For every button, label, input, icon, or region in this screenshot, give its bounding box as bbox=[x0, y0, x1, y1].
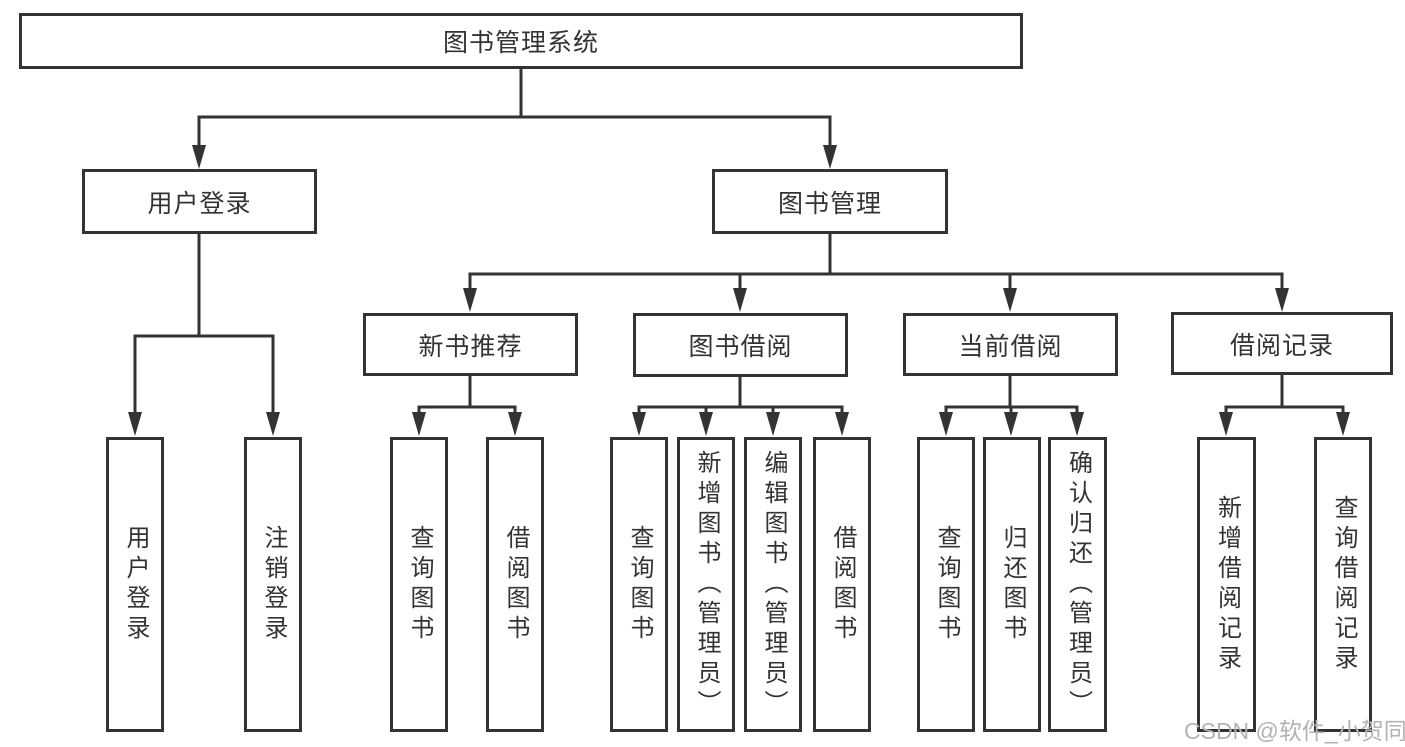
node-book-borrowing: 图书借阅 bbox=[633, 313, 848, 377]
leaf-user-login: 用户登录 bbox=[106, 437, 164, 732]
node-new-book-recommendation: 新书推荐 bbox=[363, 313, 578, 376]
leaf-add-borrow-record: 新增借阅记录 bbox=[1197, 437, 1256, 732]
leaf-query-books-recommend: 查询图书 bbox=[390, 437, 448, 732]
node-book-management: 图书管理 bbox=[712, 169, 948, 234]
leaf-borrow-books-recommend: 借阅图书 bbox=[486, 437, 544, 732]
watermark: CSDN @软件_小贺同学 bbox=[1184, 718, 1405, 744]
leaf-query-books-borrow: 查询图书 bbox=[610, 437, 668, 732]
leaf-add-books-admin: 新增图书（管理员） bbox=[677, 437, 735, 732]
node-library-system-root: 图书管理系统 bbox=[19, 13, 1023, 69]
leaf-borrow-books: 借阅图书 bbox=[813, 437, 871, 732]
leaf-return-books: 归还图书 bbox=[983, 437, 1041, 732]
node-user-login: 用户登录 bbox=[82, 169, 317, 234]
node-current-borrowing: 当前借阅 bbox=[903, 313, 1118, 376]
leaf-logout-login: 注销登录 bbox=[244, 437, 302, 732]
node-borrowing-records: 借阅记录 bbox=[1171, 312, 1393, 375]
leaf-query-borrow-record: 查询借阅记录 bbox=[1314, 437, 1372, 732]
leaf-query-books-current: 查询图书 bbox=[917, 437, 975, 732]
leaf-confirm-return-admin: 确认归还（管理员） bbox=[1048, 437, 1107, 732]
leaf-edit-books-admin: 编辑图书（管理员） bbox=[744, 437, 802, 732]
